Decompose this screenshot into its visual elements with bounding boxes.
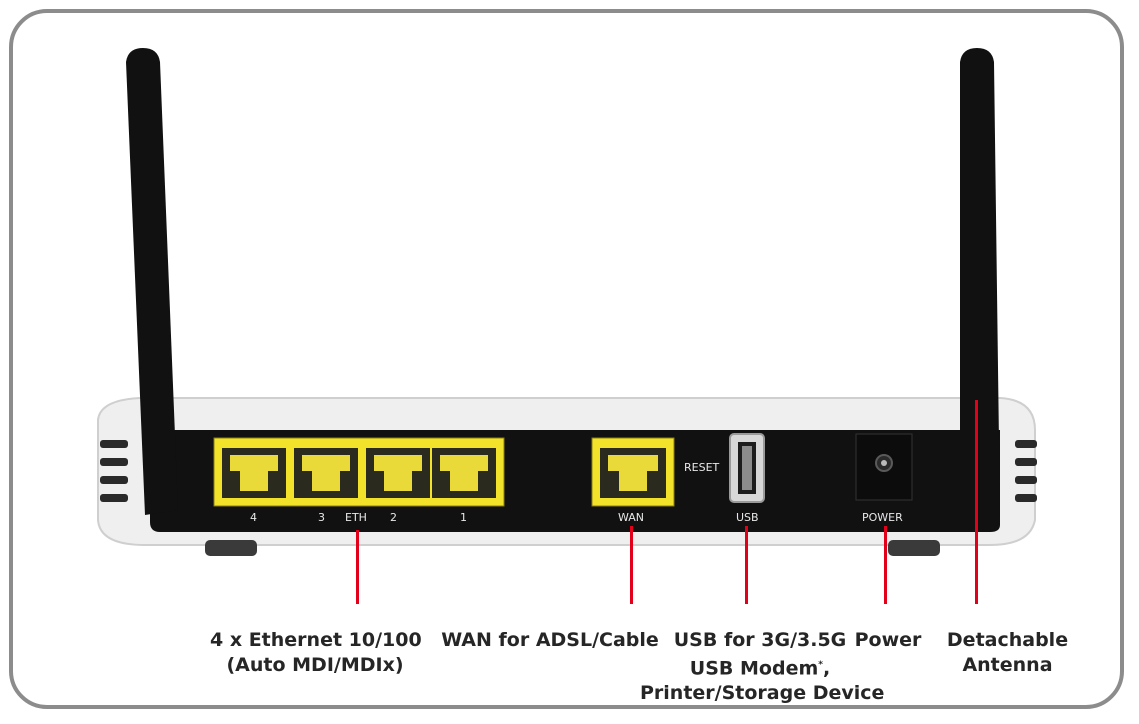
ethernet-port-3 xyxy=(294,448,358,498)
label-usb: USB for 3G/3.5G USB Modem*, Printer/Stor… xyxy=(640,628,885,706)
callout-line-antenna xyxy=(975,400,978,604)
ethernet-port-2 xyxy=(366,448,430,498)
callout-line-ethernet xyxy=(356,530,359,604)
label-usb-line3: Printer/Storage Device xyxy=(640,682,885,705)
port-label-eth: ETH xyxy=(345,511,367,524)
label-ethernet-line2: (Auto MDI/MDIx) xyxy=(226,654,404,676)
callout-line-power xyxy=(884,526,887,604)
image-frame xyxy=(9,9,1124,709)
label-antenna: Detachable Antenna xyxy=(940,628,1075,678)
label-wan-line1: WAN for ADSL/Cable xyxy=(441,629,659,651)
port-label-eth3: 3 xyxy=(318,511,325,524)
antenna-right xyxy=(960,48,1000,520)
label-ethernet-line1: 4 x Ethernet 10/100 xyxy=(210,629,422,651)
label-usb-line1: USB for 3G/3.5G xyxy=(673,629,847,651)
label-antenna-line1: Detachable xyxy=(946,629,1069,651)
antenna-left xyxy=(126,48,178,515)
label-antenna-line2: Antenna xyxy=(962,654,1053,676)
label-ethernet: 4 x Ethernet 10/100 (Auto MDI/MDIx) xyxy=(210,628,422,678)
wan-port xyxy=(591,437,675,507)
port-label-power: POWER xyxy=(862,511,903,524)
label-power: Power xyxy=(848,628,928,653)
ethernet-port-1 xyxy=(432,448,496,498)
power-jack xyxy=(855,433,913,501)
port-label-reset: RESET xyxy=(684,461,720,474)
label-usb-line2: USB Modem*, xyxy=(689,657,831,680)
port-label-wan: WAN xyxy=(618,511,645,524)
label-usb-footnote-mark: * xyxy=(818,660,823,670)
ethernet-port-4 xyxy=(222,448,286,498)
callout-line-usb xyxy=(745,526,748,604)
port-label-eth2: 2 xyxy=(390,511,397,524)
label-power-line1: Power xyxy=(854,629,922,651)
usb-port xyxy=(729,433,765,503)
port-label-usb: USB xyxy=(736,511,759,524)
label-wan: WAN for ADSL/Cable xyxy=(440,628,660,653)
port-label-eth4: 4 xyxy=(250,511,257,524)
port-label-eth1: 1 xyxy=(460,511,467,524)
ethernet-ports xyxy=(213,437,505,507)
callout-line-wan xyxy=(630,526,633,604)
